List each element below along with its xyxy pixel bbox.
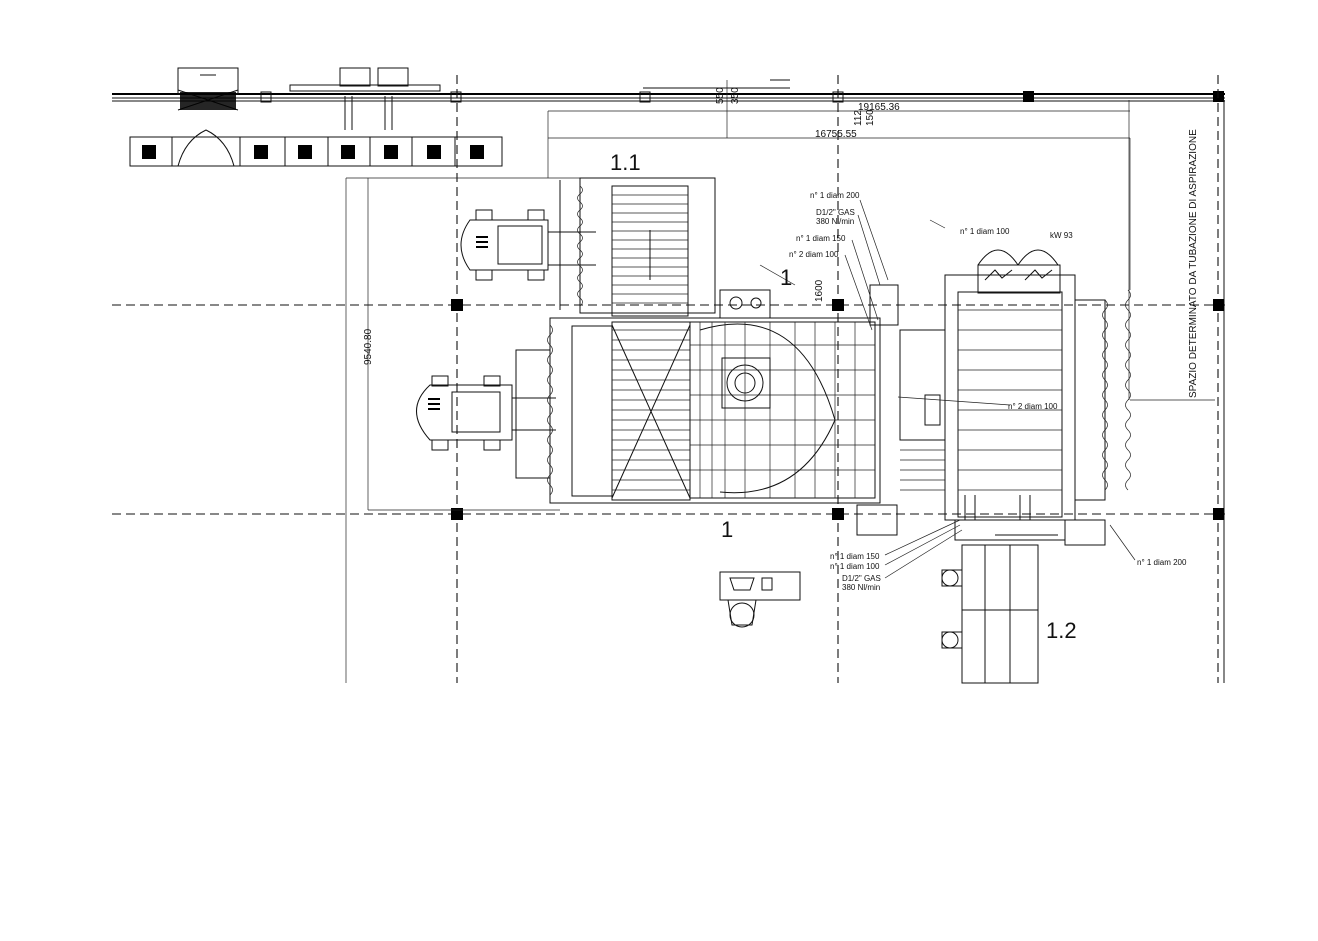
leader-lines <box>759 199 1136 579</box>
forklift-lower <box>416 349 556 479</box>
vent-module-row <box>129 129 503 167</box>
annot-a2: D1/2" GAS <box>816 208 855 217</box>
dim-150: 150 <box>865 109 876 126</box>
annot-a5: n° 2 diam 100 <box>789 250 839 259</box>
annot-a9: n° 1 diam 150 <box>830 552 880 561</box>
annot-a1: n° 1 diam 200 <box>810 191 860 200</box>
text-labels: 1.1 1 1 1.2 19165.36 16755.55 9540.80 55… <box>363 87 1199 643</box>
dim-19165: 19165.36 <box>858 102 900 113</box>
annot-a4: n° 1 diam 150 <box>796 234 846 243</box>
dim-112: 112 <box>853 110 864 126</box>
dim-9540: 9540.80 <box>363 328 374 365</box>
forklift-upper <box>460 209 596 281</box>
section-1-1-label: 1.1 <box>610 150 641 175</box>
section-1-top-label: 1 <box>780 265 792 290</box>
conveyor-1-1 <box>559 177 716 317</box>
dim-16755: 16755.55 <box>815 129 857 140</box>
annot-a13: n° 1 diam 200 <box>1137 558 1187 567</box>
dim-1600: 1600 <box>814 279 825 302</box>
annot-a3: 380 Nl/min <box>816 217 854 226</box>
oven-unit <box>899 249 1131 546</box>
annot-a10: n° 1 diam 100 <box>830 562 880 571</box>
conveyor-1-2 <box>941 544 1039 684</box>
operator-station <box>719 571 801 628</box>
section-1-2-label: 1.2 <box>1046 618 1077 643</box>
dim-350: 350 <box>730 87 741 104</box>
section-1-bottom-label: 1 <box>721 517 733 542</box>
annot-a6: n° 1 diam 100 <box>960 227 1010 236</box>
main-press <box>547 284 899 536</box>
annot-a7: kW 93 <box>1050 231 1073 240</box>
grid-axes <box>112 75 1225 683</box>
top-wall <box>112 67 1225 130</box>
annot-a12: 380 Nl/min <box>842 583 880 592</box>
side-note: SPAZIO DETERMINATO DA TUBAZIONE DI ASPIR… <box>1188 129 1199 398</box>
dimension-lines <box>345 80 1215 683</box>
annot-a8: n° 2 diam 100 <box>1008 402 1058 411</box>
annot-a11: D1/2" GAS <box>842 574 881 583</box>
dim-550: 550 <box>715 87 726 104</box>
